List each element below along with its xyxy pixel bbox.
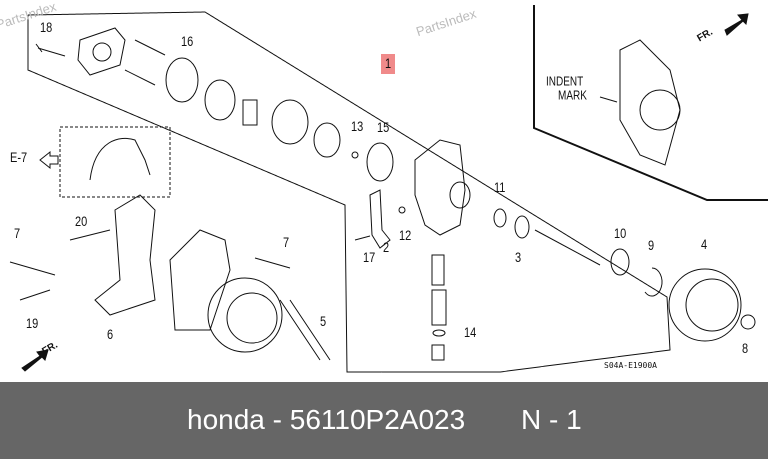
assembly-outline — [27, 11, 671, 373]
shaft — [534, 229, 601, 266]
ref-e7[interactable]: E-7 — [10, 150, 28, 166]
drawing-code: S04A-E1900A — [604, 361, 657, 370]
side-plate — [204, 79, 236, 121]
fr-arrow-top — [724, 13, 749, 36]
callout-4[interactable]: 4 — [701, 237, 708, 253]
pump-body — [414, 139, 466, 236]
hose — [89, 137, 151, 181]
indent-mark-label: MARK — [558, 89, 587, 104]
callout-18[interactable]: 18 — [40, 20, 53, 36]
callout-5[interactable]: 5 — [320, 314, 327, 330]
callout-8[interactable]: 8 — [742, 341, 749, 357]
inset-pump — [619, 39, 681, 166]
inlet-joint — [369, 189, 391, 249]
plug — [431, 344, 445, 361]
callout-20[interactable]: 20 — [75, 214, 88, 230]
arrow-e7 — [39, 150, 59, 170]
o-ring-15 — [366, 142, 394, 182]
bracket-6 — [94, 194, 156, 316]
hose-box — [59, 126, 171, 198]
snap-ring-9 — [644, 267, 663, 297]
part-number-text: honda - 56110P2A023 — [187, 404, 466, 435]
parts-diagram — [9, 5, 768, 373]
callout-15[interactable]: 15 — [377, 120, 390, 136]
quantity-text: N - 1 — [521, 404, 582, 435]
callout-13[interactable]: 13 — [351, 119, 364, 135]
seal-3 — [514, 215, 530, 239]
pump-pulley — [207, 277, 283, 353]
callout-12[interactable]: 12 — [399, 228, 412, 244]
callout-19[interactable]: 19 — [26, 316, 39, 332]
rotor — [242, 99, 258, 126]
callout-16[interactable]: 16 — [181, 34, 194, 50]
o-ring-16 — [165, 57, 199, 103]
part-info-bar: honda - 56110P2A023 N - 1 — [0, 382, 768, 459]
spring — [431, 289, 447, 326]
callout-7-right[interactable]: 7 — [283, 235, 290, 251]
pump-assembly — [169, 229, 231, 331]
callout-2[interactable]: 2 — [383, 240, 390, 256]
callout-6[interactable]: 6 — [107, 327, 114, 343]
bearing-10 — [610, 248, 630, 276]
callout-10[interactable]: 10 — [614, 226, 627, 242]
bolt-18 — [35, 43, 66, 57]
fr-arrow-bottom — [21, 349, 49, 372]
seal-11 — [493, 208, 507, 228]
callout-1-highlighted[interactable]: 1 — [381, 54, 396, 74]
cam-ring — [271, 99, 309, 145]
inset-outline — [533, 5, 768, 201]
callout-17[interactable]: 17 — [363, 250, 376, 266]
valve — [431, 254, 445, 286]
pump-cover — [77, 27, 126, 76]
indent-mark-label: INDENT — [546, 75, 584, 90]
callout-7-left[interactable]: 7 — [14, 226, 21, 242]
callout-9[interactable]: 9 — [648, 238, 655, 254]
callout-14[interactable]: 14 — [464, 325, 477, 341]
callout-3[interactable]: 3 — [515, 250, 522, 266]
pulley-4 — [668, 268, 742, 342]
belt-5 — [279, 299, 331, 361]
callout-11[interactable]: 11 — [494, 180, 506, 196]
plate — [313, 122, 341, 158]
